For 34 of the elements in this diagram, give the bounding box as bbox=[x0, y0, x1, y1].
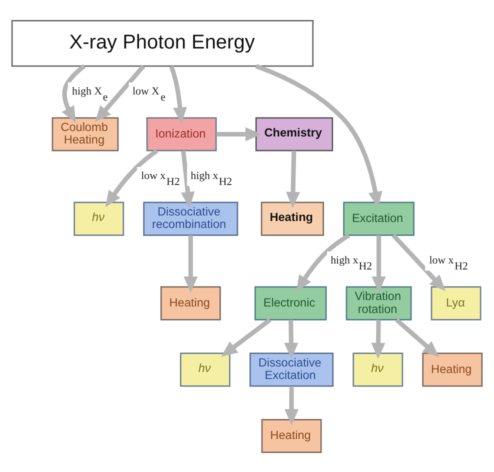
arrow bbox=[62, 64, 86, 122]
node-box: Dissociative Excitation bbox=[250, 352, 334, 386]
node-box: Chemistry bbox=[255, 116, 334, 151]
arrow bbox=[286, 150, 300, 208]
arrow bbox=[371, 319, 386, 358]
arrow bbox=[216, 126, 262, 141]
arrow bbox=[105, 148, 158, 207]
node-box: hν bbox=[180, 352, 230, 386]
node-box: Heating bbox=[260, 201, 324, 236]
arrow bbox=[169, 64, 188, 123]
node-box: Excitation bbox=[343, 201, 414, 236]
node-box: Heating bbox=[160, 286, 221, 320]
node-box: hν bbox=[352, 352, 404, 386]
arrow bbox=[395, 318, 440, 356]
arrow bbox=[95, 64, 146, 122]
arrow bbox=[372, 234, 386, 292]
node-box: hν bbox=[74, 201, 124, 236]
node-box: Ionization bbox=[146, 116, 217, 151]
arrow bbox=[255, 63, 382, 208]
arrow bbox=[284, 319, 298, 358]
arrow bbox=[284, 386, 299, 425]
node-box: Dissociative recombination bbox=[143, 201, 238, 236]
arrow bbox=[392, 233, 446, 291]
node-box: X-ray Photon Energy bbox=[11, 19, 314, 66]
node-box: Heating bbox=[422, 352, 483, 386]
arrow bbox=[296, 232, 350, 292]
node-box: Heating bbox=[261, 418, 322, 453]
node-box: Lyα bbox=[430, 286, 482, 320]
node-box: Vibration rotation bbox=[346, 286, 412, 320]
arrow bbox=[184, 234, 198, 292]
node-box: Coulomb Heating bbox=[52, 116, 119, 151]
arrow bbox=[221, 318, 272, 356]
arrow bbox=[180, 150, 195, 208]
node-box: Electronic bbox=[254, 286, 327, 320]
